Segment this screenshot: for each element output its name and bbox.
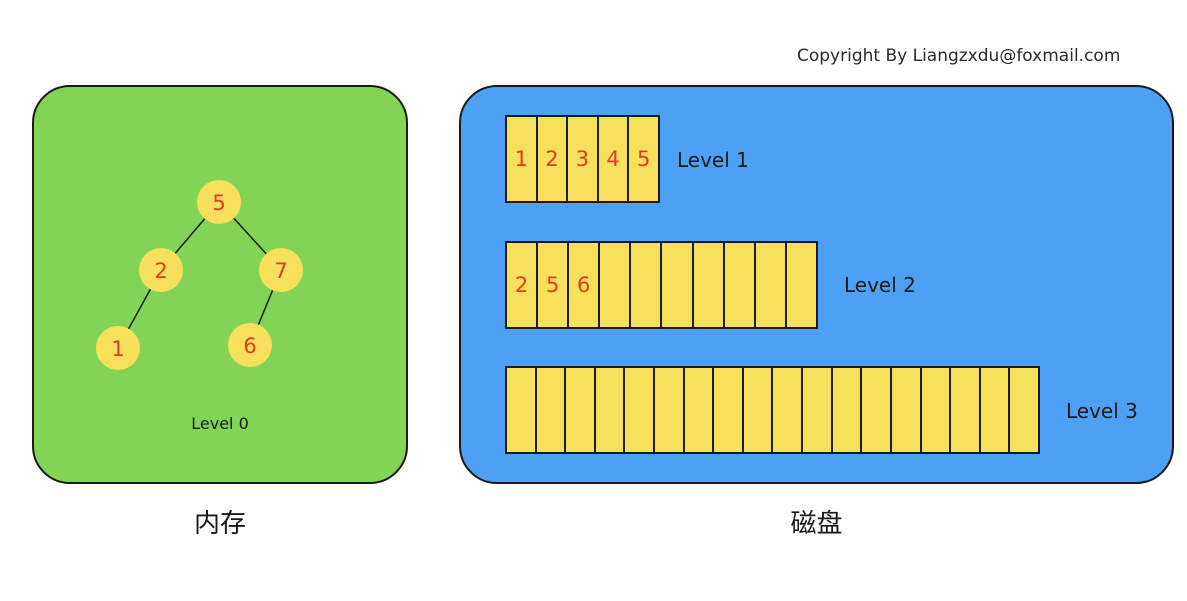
level-3-cell	[741, 368, 772, 452]
tree-node: 6	[228, 323, 272, 367]
tree-node-label: 6	[243, 334, 256, 358]
level-2-cell	[691, 243, 723, 327]
level-3-cell	[949, 368, 979, 452]
tree-node-circle	[96, 326, 140, 370]
level-1-label: Level 1	[677, 148, 749, 172]
level-1-cell: 3	[566, 117, 597, 201]
tree-node-circle	[259, 248, 303, 292]
level-3-cell	[919, 368, 950, 452]
level-1-cell: 5	[627, 117, 658, 201]
level-3-cell	[860, 368, 890, 452]
level-2-cell: 2	[514, 273, 529, 297]
level-3-cell	[682, 368, 713, 452]
tree-node-label: 1	[111, 337, 124, 361]
level-2-label: Level 2	[844, 273, 916, 297]
copyright-text: Copyright By Liangzxdu@foxmail.com	[797, 46, 1121, 66]
level-2-cell	[784, 243, 816, 327]
tree-node: 1	[96, 326, 140, 370]
tree-node-circle	[197, 180, 241, 224]
binary-tree: 5 2 7 1 6	[96, 180, 303, 370]
level-2-cell: 6	[567, 243, 598, 327]
level-2-cell	[722, 243, 754, 327]
level-2-cell: 5	[536, 243, 567, 327]
tree-node-label: 7	[274, 259, 287, 283]
level-3-cell	[801, 368, 831, 452]
tree-node: 2	[139, 248, 183, 292]
level-3-cell	[653, 368, 683, 452]
level-3-cell	[593, 368, 624, 452]
level-1-cell: 1	[514, 147, 528, 171]
disk-caption: 磁盘	[790, 509, 843, 539]
level-2-cell	[598, 243, 629, 327]
memory-caption: 内存	[193, 509, 246, 539]
level-3-cell	[534, 368, 565, 452]
tree-node-label: 2	[154, 259, 167, 283]
level-3-cell	[1008, 368, 1038, 452]
level-3-cell	[830, 368, 861, 452]
level-2-cell	[660, 243, 691, 327]
level-3-row	[505, 366, 1040, 454]
level-0-label: Level 0	[191, 414, 249, 433]
level-3-cell	[507, 368, 535, 452]
level-3-cell	[623, 368, 653, 452]
tree-node-circle	[139, 248, 183, 292]
level-3-cell	[564, 368, 594, 452]
tree-node: 7	[259, 248, 303, 292]
level-2-cell	[629, 243, 660, 327]
level-3-cell	[978, 368, 1009, 452]
tree-node-label: 5	[212, 191, 225, 215]
level-3-cell	[771, 368, 801, 452]
memory-panel: 5 2 7 1 6 Level 0	[32, 85, 408, 484]
tree-node-circle	[228, 323, 272, 367]
level-3-cell	[889, 368, 920, 452]
level-3-cell	[712, 368, 742, 452]
level-3-label: Level 3	[1066, 399, 1138, 423]
tree-node: 5	[197, 180, 241, 224]
level-1-cell: 4	[596, 117, 628, 201]
level-1-cell: 2	[535, 117, 567, 201]
level-2-cell	[753, 243, 785, 327]
